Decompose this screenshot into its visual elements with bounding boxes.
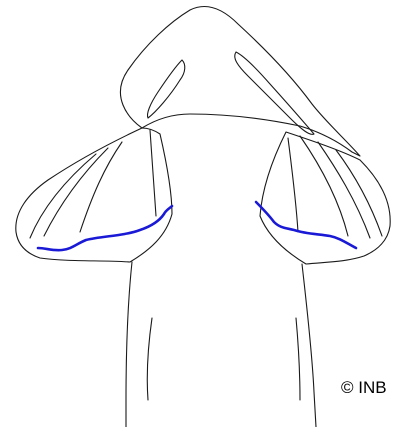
right-highlight-line [256,202,356,248]
right-fin-ray [336,150,382,236]
right-head-ridge [235,52,314,134]
right-fin-ray [288,138,298,232]
body-inner-left [147,318,152,400]
left-highlight-line [38,206,172,250]
left-fin-ray [44,148,108,236]
left-head-ridge [147,60,184,118]
copyright-notice: © INB [341,378,387,398]
body-inner-right [296,318,300,400]
body-right-edge [302,264,316,427]
body-left-edge [126,262,132,427]
head-outline [120,6,360,156]
left-fin-ray [30,154,96,238]
left-fin-ray [150,130,156,216]
